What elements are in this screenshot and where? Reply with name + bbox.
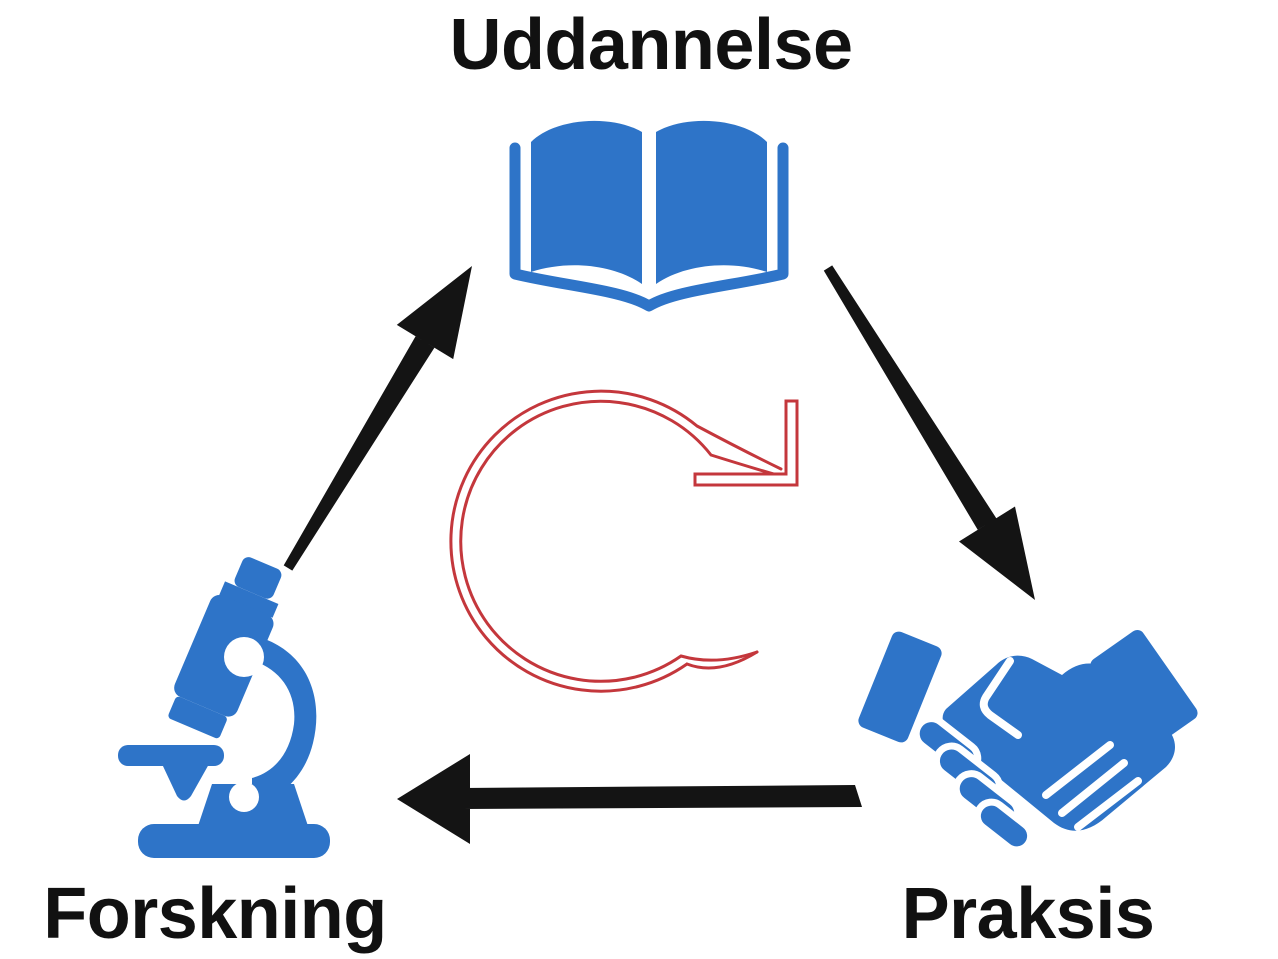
cycle-inner-arc (459, 399, 779, 683)
microscope-knob-hole (229, 782, 259, 812)
microscope-tube (168, 557, 282, 739)
node-label-praksis: Praksis (901, 874, 1155, 954)
cycle-outer-arc (449, 389, 783, 693)
microscope-icon (118, 557, 330, 858)
cycle-arrows (283, 265, 1035, 844)
node-label-forskning: Forskning (43, 874, 387, 954)
microscope-stage (118, 745, 224, 766)
node-label-uddannelse: Uddannelse (449, 5, 853, 85)
book-cover (509, 142, 789, 312)
handshake-icon (853, 625, 1203, 854)
handshake-clasp (942, 655, 1175, 831)
handshake-left-sleeve (853, 626, 947, 748)
arrow-praksis-to-forskning (397, 754, 862, 844)
cycle-clockwise-arrow-icon (449, 389, 799, 693)
microscope-base (138, 824, 330, 858)
cycle-arrowhead (693, 399, 799, 487)
open-book-icon (509, 120, 789, 312)
book-right-page (656, 120, 767, 284)
handshake-wrapping-fingers (912, 715, 1035, 854)
handshake-thumb-gap (979, 657, 1022, 739)
handshake-finger-gaps (1042, 741, 1142, 831)
microscope-arm (252, 638, 317, 806)
arrow-uddannelse-to-praksis (823, 265, 1035, 600)
microscope-stage-clip (162, 764, 209, 801)
book-left-page (531, 120, 642, 284)
arrow-forskning-to-uddannelse (283, 266, 472, 571)
microscope-lens-hole (224, 637, 264, 677)
